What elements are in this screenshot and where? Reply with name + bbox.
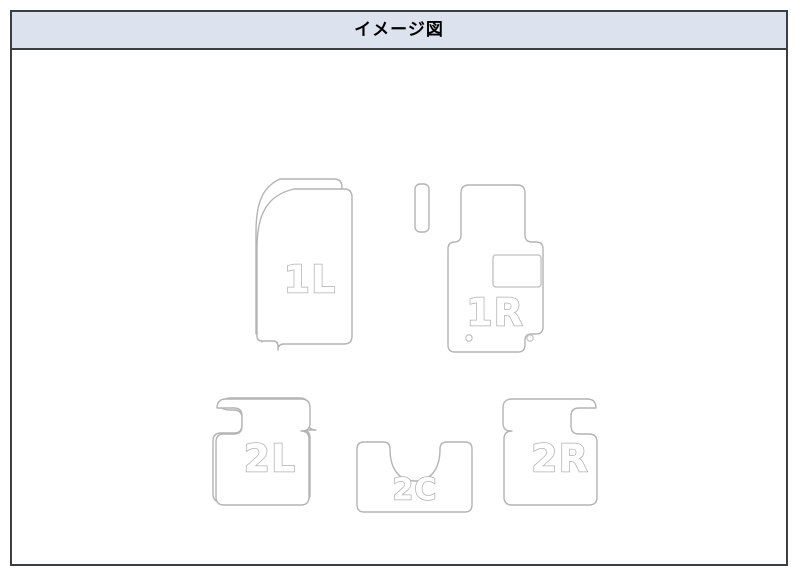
mat-label-1l: 1L [284,258,337,302]
mat-diagram-canvas: 1L 1R 2L [12,50,786,564]
mat-heel-pad-1r [492,254,542,288]
mat-shape-2r: 2R [502,398,598,506]
mat-grommet-left-1r [465,334,473,342]
mat-shape-2c: 2C [356,441,473,513]
mat-label-2c: 2C [393,473,438,508]
panel-header: イメージ図 [12,12,786,50]
image-diagram-panel: イメージ図 1L 1R [10,10,788,566]
mat-layout-svg: 1L 1R 2L [212,178,598,513]
mat-label-2r: 2R [531,437,589,481]
mat-shape-1r: 1R [447,184,544,353]
mat-shape-footrest [414,183,430,233]
mat-grommet-right-1r [526,334,534,342]
page-title: イメージ図 [354,19,444,40]
mat-label-1r: 1R [466,291,524,335]
mat-label-2l: 2L [244,437,297,481]
mat-shape-1l: 1L [255,178,353,351]
mat-shape-2l: 2L [212,397,317,506]
